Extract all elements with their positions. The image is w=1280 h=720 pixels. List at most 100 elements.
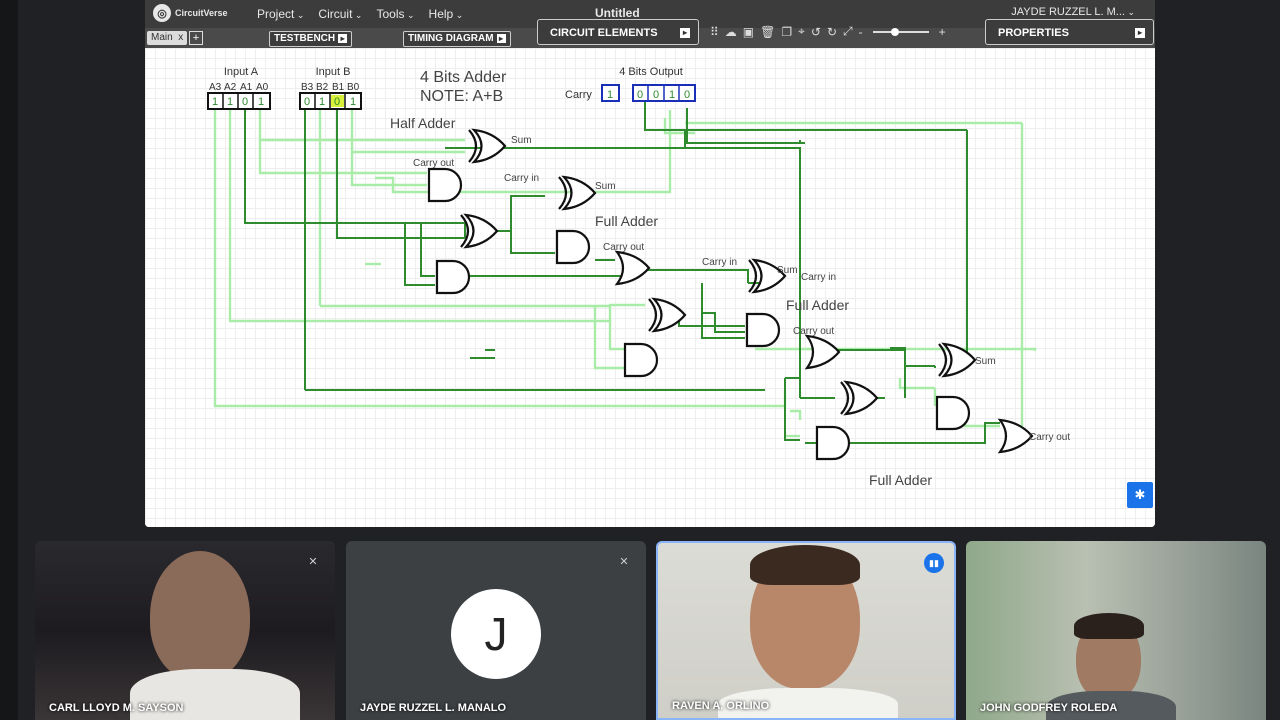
fit-icon[interactable]: ⌖: [798, 24, 805, 38]
or-gate[interactable]: [615, 250, 651, 286]
sum-output-bit: 1: [669, 89, 675, 101]
carry-probe: [601, 84, 620, 102]
circuit-canvas[interactable]: Input A A3 A2 A1 A0 1 1 0 1 Input B B3 B…: [145, 48, 1155, 527]
input-b-bit-value[interactable]: 0: [334, 96, 340, 108]
or-gate[interactable]: [805, 334, 841, 370]
participant-shirt: [130, 669, 300, 720]
carry-label: Carry: [565, 89, 592, 101]
and-gate[interactable]: [935, 395, 971, 431]
carry-out-label: Carry out: [603, 242, 644, 253]
expand-panel-icon[interactable]: ▸: [680, 28, 690, 38]
carry-out-label: Carry out: [1029, 432, 1070, 443]
participant-hair: [750, 545, 860, 585]
sum-output-bit: 0: [637, 89, 643, 101]
bit-label: B1: [332, 82, 345, 93]
properties-panel-header[interactable]: PROPERTIES ▸: [985, 19, 1154, 45]
participant-shirt: [1046, 691, 1176, 720]
sum-label: Sum: [511, 135, 532, 146]
undo-icon[interactable]: ↺: [810, 24, 821, 39]
xor-gate[interactable]: [467, 128, 507, 164]
participant-tile-active[interactable]: ▮▮ RAVEN A. ORLINO: [656, 541, 956, 720]
and-gate[interactable]: [815, 425, 851, 461]
timing-diagram-button[interactable]: TIMING DIAGRAM▸: [403, 31, 511, 47]
output-label: 4 Bits Output: [619, 66, 683, 78]
input-a-label: Input A: [224, 66, 259, 78]
and-gate[interactable]: [435, 259, 471, 295]
sum-label: Sum: [777, 265, 798, 276]
circuitverse-window: ◎ CircuitVerse Project Circuit Tools Hel…: [145, 0, 1155, 527]
bit-label: A0: [256, 82, 269, 93]
participant-avatar: J: [451, 589, 541, 679]
menu-project[interactable]: Project: [257, 7, 304, 21]
project-title[interactable]: Untitled: [595, 6, 640, 20]
testbench-button[interactable]: TESTBENCH▸: [269, 31, 353, 47]
muted-mic-icon: ✕: [619, 556, 629, 568]
save-icon[interactable]: ▣: [742, 24, 755, 39]
app-logo[interactable]: ◎ CircuitVerse: [153, 4, 228, 22]
bit-label: B3: [301, 82, 314, 93]
tab-main-close-icon[interactable]: x: [178, 32, 184, 43]
participant-tile[interactable]: J ✕ JAYDE RUZZEL L. MANALO: [346, 541, 646, 720]
full-adder-label: Full Adder: [869, 472, 932, 488]
delete-icon[interactable]: 🗑: [760, 24, 776, 39]
report-bug-icon[interactable]: ✱: [1127, 482, 1153, 508]
input-b-bit-value[interactable]: 1: [350, 96, 356, 108]
participant-tile[interactable]: ✕ CARL LLOYD M. SAYSON: [35, 541, 335, 720]
circuit-elements-panel-header[interactable]: CIRCUIT ELEMENTS ▸: [537, 19, 699, 45]
toolbar: ⠿ ☁ ▣ 🗑 ❐ ⌖ ↺ ↻ ⤢ - +: [710, 24, 946, 39]
user-menu[interactable]: JAYDE RUZZEL L. M...: [1011, 6, 1135, 18]
participant-tile[interactable]: JOHN GODFREY ROLEDA: [966, 541, 1266, 720]
circuit-elements-label: CIRCUIT ELEMENTS: [550, 27, 658, 39]
carry-in-label: Carry in: [702, 257, 737, 268]
xor-gate[interactable]: [459, 213, 499, 249]
properties-label: PROPERTIES: [998, 27, 1069, 39]
input-b-bit-labels: B3 B2 B1 B0: [301, 82, 360, 93]
participant-hair: [1074, 613, 1144, 639]
redo-icon[interactable]: ↻: [826, 24, 838, 39]
participant-name: CARL LLOYD M. SAYSON: [49, 702, 184, 714]
participant-name: JOHN GODFREY ROLEDA: [980, 702, 1118, 714]
and-gate[interactable]: [555, 229, 591, 265]
input-b-bit-value[interactable]: 1: [319, 96, 325, 108]
participant-shirt: [718, 688, 898, 718]
xor-gate[interactable]: [839, 380, 879, 416]
circuitverse-logo-icon: ◎: [153, 4, 171, 22]
menu-tools[interactable]: Tools: [376, 7, 414, 21]
and-gate[interactable]: [745, 312, 781, 348]
testbench-label: TESTBENCH: [274, 33, 336, 44]
sum-output-bit: 0: [684, 89, 690, 101]
tab-main[interactable]: Main x: [147, 31, 188, 45]
carry-in-label: Carry in: [504, 173, 539, 184]
or-gate[interactable]: [998, 418, 1034, 454]
input-a-bit-value[interactable]: 1: [258, 96, 264, 108]
copy-icon[interactable]: ❐: [781, 24, 793, 39]
circuit-title: 4 Bits Adder: [420, 69, 507, 86]
speaking-indicator-icon: ▮▮: [924, 553, 944, 573]
muted-mic-icon: ✕: [308, 556, 318, 568]
menu-help[interactable]: Help: [429, 7, 464, 21]
bit-label: A2: [224, 82, 237, 93]
and-gate[interactable]: [623, 342, 659, 378]
bit-label: B2: [316, 82, 329, 93]
zoom-out-icon[interactable]: -: [858, 24, 863, 39]
add-tab-icon[interactable]: +: [189, 31, 203, 45]
app-logo-text: CircuitVerse: [175, 8, 228, 18]
participant-name: RAVEN A. ORLINO: [672, 700, 770, 712]
expand-panel-icon[interactable]: ▸: [1135, 28, 1145, 38]
input-b-bit-value[interactable]: 0: [304, 96, 310, 108]
input-a-bit-value[interactable]: 1: [212, 96, 218, 108]
cloud-save-icon[interactable]: ☁: [724, 24, 737, 39]
zoom-slider[interactable]: [872, 27, 929, 36]
input-b-label: Input B: [316, 66, 351, 78]
half-adder-label: Half Adder: [390, 115, 456, 131]
zoom-in-icon[interactable]: +: [938, 24, 946, 39]
and-gate[interactable]: [427, 167, 463, 203]
drag-handle-icon[interactable]: ⠿: [710, 24, 719, 39]
input-a-bit-value[interactable]: 0: [242, 96, 248, 108]
menu-circuit[interactable]: Circuit: [318, 7, 362, 21]
participant-video: [150, 551, 250, 681]
fullscreen-icon[interactable]: ⤢: [843, 24, 853, 38]
sum-label: Sum: [595, 181, 616, 192]
input-a-bit-value[interactable]: 1: [227, 96, 233, 108]
bit-label: A3: [209, 82, 222, 93]
